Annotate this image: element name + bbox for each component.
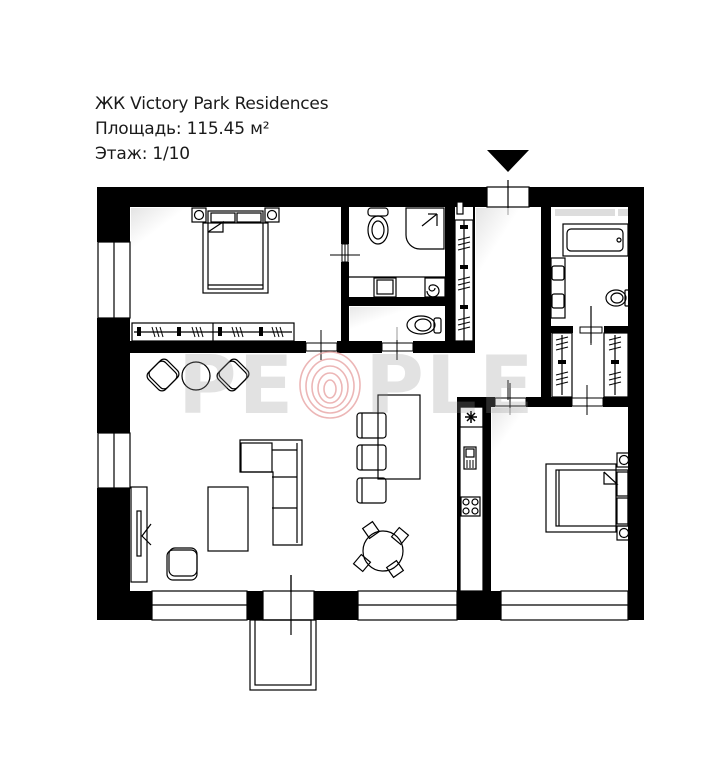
bathtub-icon	[562, 223, 629, 257]
living-kitchen	[130, 358, 484, 592]
apartment-info: ЖК Victory Park Residences Площадь: 115.…	[95, 92, 329, 167]
hallway-wardrobe	[454, 201, 474, 342]
wc	[350, 307, 444, 340]
sink-icon	[551, 265, 565, 281]
outer-walls	[97, 187, 644, 620]
area-label: Площадь: 115.45 м²	[95, 119, 270, 139]
bathroom-1	[349, 207, 446, 298]
interior-walls	[130, 207, 628, 591]
chair-icon	[390, 526, 410, 546]
bar-counter-icon	[377, 394, 421, 480]
chair-icon	[385, 559, 405, 579]
bedroom-2	[492, 408, 632, 541]
toilet-icon	[406, 315, 436, 335]
entrance-arrow-icon	[487, 150, 529, 172]
snowflake-icon	[465, 411, 477, 423]
chair-icon	[352, 553, 372, 573]
shower-icon	[405, 207, 445, 250]
tv-cabinet-icon	[130, 486, 148, 583]
coffee-table-icon	[207, 486, 249, 552]
double-bed-icon	[202, 222, 269, 294]
bar-stool-icon	[356, 444, 387, 471]
boiler-icon	[426, 284, 440, 298]
chair-icon	[361, 520, 381, 540]
toilet-icon	[367, 207, 389, 217]
double-bed-icon	[545, 463, 617, 533]
bedroom-1	[131, 207, 295, 342]
complex-name: ЖК Victory Park Residences	[95, 94, 329, 114]
round-table-icon	[181, 361, 211, 391]
windows	[97, 180, 629, 621]
nightstand-icon	[616, 452, 632, 468]
sink-icon	[551, 293, 565, 309]
nightstand-icon	[191, 207, 207, 223]
tv-icon	[136, 510, 142, 557]
hob-icon	[460, 496, 481, 517]
sofa-icon	[239, 439, 303, 546]
toilet-icon	[605, 289, 627, 307]
bar-stool-icon	[356, 477, 387, 504]
hangers-icon	[137, 327, 263, 336]
sink-icon	[373, 277, 397, 298]
bathroom-2	[550, 216, 631, 343]
bar-stool-icon	[356, 412, 387, 439]
nightstand-icon	[264, 207, 280, 223]
floor-label: Этаж: 1/10	[95, 144, 190, 164]
dining-table-icon	[362, 530, 404, 572]
sink-icon	[463, 446, 477, 470]
